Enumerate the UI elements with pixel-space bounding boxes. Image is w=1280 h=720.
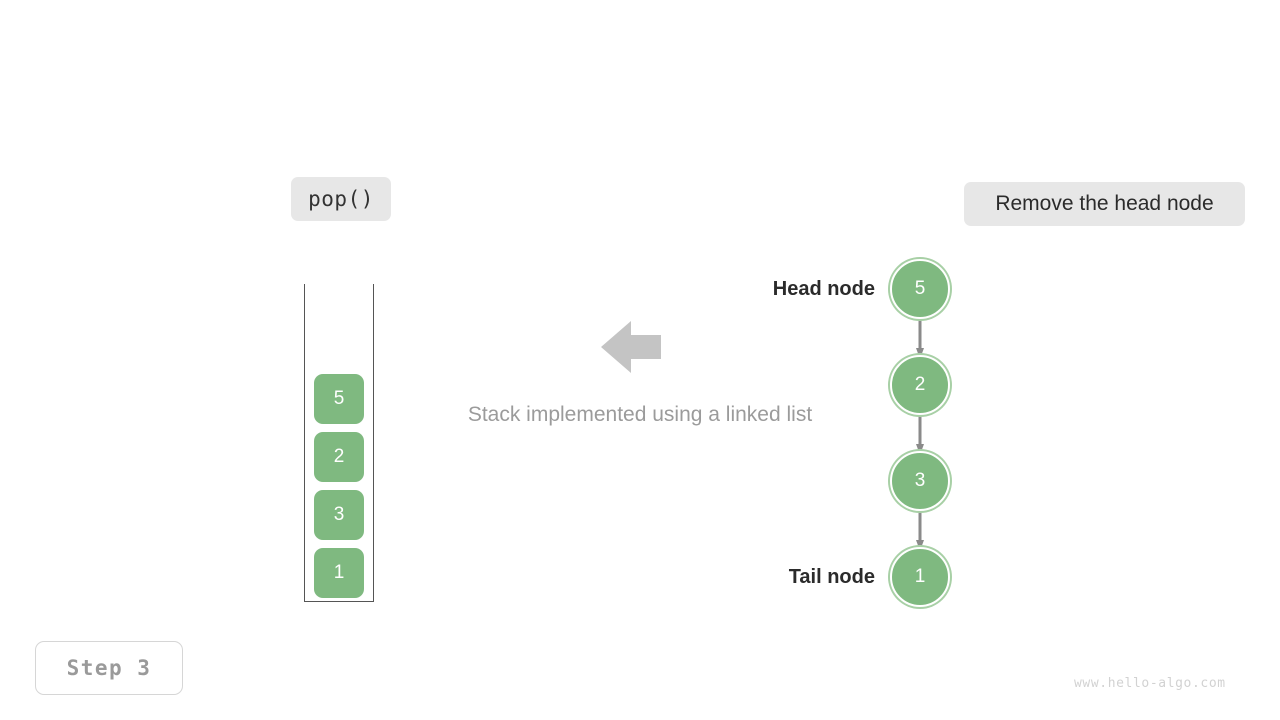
linked-list: 5 2 3 1 <box>890 259 950 609</box>
stack-items: 5 2 3 1 <box>304 374 374 598</box>
list-node: 1 <box>890 547 950 607</box>
caption: Stack implemented using a linked list <box>0 403 1280 427</box>
list-node: 2 <box>890 355 950 415</box>
head-node-label: Head node <box>772 278 875 300</box>
step-badge: Step 3 <box>35 641 183 695</box>
tail-node-label: Tail node <box>788 566 875 588</box>
operation-badge: pop() <box>291 177 391 221</box>
watermark: www.hello-algo.com <box>1074 676 1226 691</box>
stack-cell: 5 <box>314 374 364 424</box>
caption-text: Stack implemented using a linked list <box>467 403 813 426</box>
list-node: 5 <box>890 259 950 319</box>
annotation-badge: Remove the head node <box>964 182 1245 226</box>
stack-cell: 1 <box>314 548 364 598</box>
link-arrow-icon <box>916 415 924 455</box>
stack-cell: 2 <box>314 432 364 482</box>
link-arrow-icon <box>916 511 924 551</box>
stack-walls <box>304 284 374 602</box>
stack-cell: 3 <box>314 490 364 540</box>
list-node: 3 <box>890 451 950 511</box>
left-arrow-icon <box>601 320 661 374</box>
stack-container: 5 2 3 1 <box>304 284 374 602</box>
link-arrow-icon <box>916 319 924 359</box>
